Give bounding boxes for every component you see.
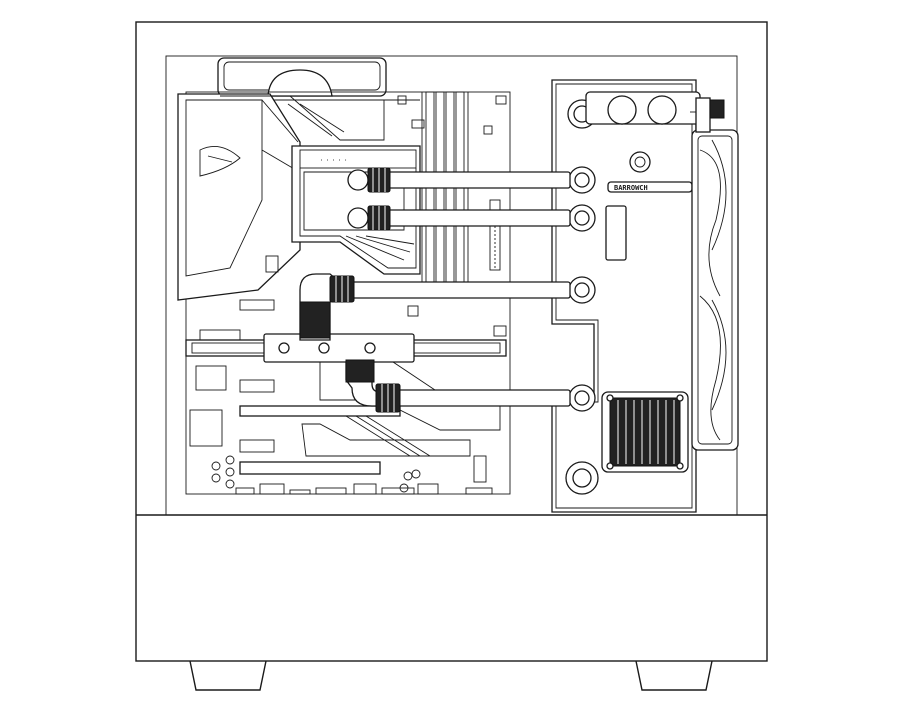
tube-4 bbox=[387, 389, 571, 407]
distro-brand-label: BARROWCH bbox=[614, 184, 648, 192]
distro-plate: BARROWCH bbox=[551, 79, 701, 513]
case-shell bbox=[135, 21, 768, 691]
svg-text:· · · · ·: · · · · · bbox=[320, 158, 347, 164]
capacitors bbox=[211, 455, 421, 493]
top-fan bbox=[217, 57, 387, 101]
vrm-heatsink bbox=[177, 93, 301, 301]
distro-top-ports bbox=[567, 91, 701, 129]
pcie-slots bbox=[239, 299, 401, 475]
radiator-fans bbox=[690, 97, 739, 451]
tube-3 bbox=[339, 281, 571, 299]
fittings bbox=[329, 167, 401, 413]
tube-2 bbox=[387, 209, 571, 227]
rog-logo-icon bbox=[199, 145, 241, 177]
bottom-headers bbox=[235, 483, 493, 495]
pump-heatsink bbox=[601, 391, 689, 473]
tube-1 bbox=[387, 171, 571, 189]
gpu-bracket bbox=[185, 329, 507, 363]
